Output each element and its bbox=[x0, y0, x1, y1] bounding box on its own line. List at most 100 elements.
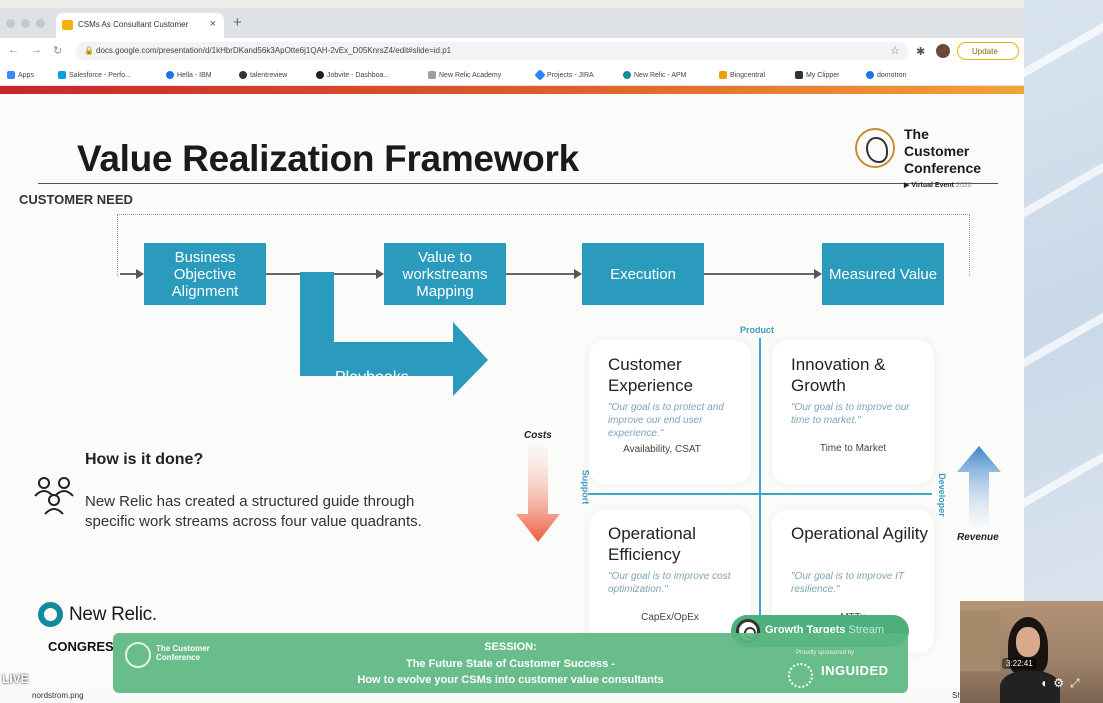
quadrant-goal: "Our goal is to protect and improve our … bbox=[608, 402, 724, 439]
cloud-icon bbox=[58, 71, 66, 79]
bookmark-salesforce[interactable]: Salesforce - Perfo... bbox=[58, 71, 131, 79]
title-divider bbox=[38, 183, 998, 184]
quadrant-metric: Time to Market bbox=[819, 443, 887, 454]
live-indicator: LIVE bbox=[2, 672, 29, 686]
conf-logo-line2: Customer bbox=[904, 143, 970, 159]
download-file-item[interactable]: nordstrom.png bbox=[32, 691, 84, 700]
how-title: How is it done? bbox=[85, 451, 204, 468]
url-field[interactable]: 🔒 docs.google.com/presentation/d/1kHbrDK… bbox=[76, 42, 908, 60]
bookmark-talentreview[interactable]: talentreview bbox=[239, 71, 287, 79]
folder-icon bbox=[428, 71, 436, 79]
conference-backdrop bbox=[1020, 0, 1103, 703]
bookmark-star-icon[interactable]: ☆ bbox=[890, 45, 900, 57]
tab-bar: CSMs As Consultant Customer × + bbox=[0, 8, 1024, 38]
browser-tab[interactable]: CSMs As Consultant Customer × bbox=[56, 13, 224, 38]
tab-close-icon[interactable]: × bbox=[209, 18, 216, 30]
congress-logo: CONGRES bbox=[48, 639, 114, 654]
quadrant-metric: Availability, CSAT bbox=[623, 444, 701, 455]
sponsor-burst-icon bbox=[788, 663, 813, 688]
extensions-icon[interactable]: ✱ bbox=[916, 46, 926, 58]
new-relic-wordmark: New Relic. bbox=[69, 603, 157, 625]
how-body: New Relic has created a structured guide… bbox=[85, 493, 422, 530]
window-close-dot[interactable] bbox=[6, 19, 15, 28]
customer-need-label: CUSTOMER NEED bbox=[19, 192, 133, 207]
forward-icon[interactable]: → bbox=[31, 44, 42, 56]
speaker-webcam bbox=[960, 601, 1103, 703]
new-relic-logo: New Relic. bbox=[38, 602, 157, 627]
customer-need-loop bbox=[117, 214, 970, 276]
bookmark-nr-apm[interactable]: New Relic - APM bbox=[623, 71, 687, 79]
site-icon bbox=[623, 71, 631, 79]
reload-icon[interactable]: ↻ bbox=[53, 45, 63, 57]
flow-execution: Execution bbox=[582, 243, 704, 305]
conf-logo-event: ▶ Virtual Event 2020 bbox=[904, 182, 972, 189]
profile-avatar[interactable] bbox=[936, 44, 950, 58]
bookmark-bingcentral[interactable]: Bingcentral bbox=[719, 71, 765, 79]
sponsor-name: INGUIDED bbox=[821, 663, 889, 678]
quadrant-customer-experience: Customer Experience "Our goal is to prot… bbox=[589, 340, 751, 484]
url-text: docs.google.com/presentation/d/1kHbrDKan… bbox=[96, 46, 452, 55]
bookmark-clipper[interactable]: My Clipper bbox=[795, 71, 839, 79]
axis-product-label: Product bbox=[740, 325, 775, 335]
stream-timer: 3:22:41 bbox=[1002, 658, 1037, 669]
costs-down-arrow-icon bbox=[516, 446, 560, 542]
player-controls: ◖⚙⤢ bbox=[1040, 676, 1086, 691]
bookmark-jira[interactable]: Projects - JIRA bbox=[534, 69, 594, 81]
conference-globe-icon bbox=[125, 642, 151, 668]
session-label: SESSION: bbox=[484, 641, 537, 653]
site-icon bbox=[866, 71, 874, 79]
flow-connector bbox=[120, 273, 142, 275]
bookmark-apps[interactable]: Apps bbox=[7, 71, 34, 79]
axis-developer-label: Developer bbox=[936, 473, 947, 517]
arrow-right-icon bbox=[814, 269, 822, 279]
flow-connector bbox=[704, 273, 816, 275]
presentation-slide: Value Realization Framework CUSTOMER NEE… bbox=[0, 94, 1024, 703]
settings-gear-icon[interactable]: ⚙ bbox=[1053, 676, 1071, 690]
quadrant-metric: CapEx/OpEx bbox=[641, 612, 699, 623]
window-zoom-dot[interactable] bbox=[36, 19, 45, 28]
session-lower-third: The Customer Conference SESSION: The Fut… bbox=[113, 633, 908, 693]
site-icon bbox=[795, 71, 803, 79]
globe-icon bbox=[855, 128, 895, 168]
flow-value-mapping: Value to workstreams Mapping bbox=[384, 243, 506, 305]
update-label: Update bbox=[972, 47, 998, 56]
flow-business-objective: Business Objective Alignment bbox=[144, 243, 266, 305]
site-icon bbox=[166, 71, 174, 79]
conference-mini-logo: The Customer Conference bbox=[156, 644, 210, 662]
quadrant-horizontal-axis bbox=[588, 493, 932, 495]
quadrant-title: Operational Agility bbox=[791, 524, 929, 543]
lock-icon: 🔒 bbox=[84, 46, 94, 55]
slide-accent-bar bbox=[0, 86, 1024, 94]
site-icon bbox=[719, 71, 727, 79]
bookmark-domotron[interactable]: domotron bbox=[866, 71, 907, 79]
site-icon bbox=[239, 71, 247, 79]
update-button[interactable]: Update bbox=[957, 42, 1019, 60]
new-tab-icon[interactable]: + bbox=[233, 14, 242, 31]
volume-icon[interactable]: ◖ bbox=[1040, 676, 1054, 690]
playbooks-arrow bbox=[300, 272, 488, 396]
arrow-right-icon bbox=[376, 269, 384, 279]
costs-label: Costs bbox=[524, 430, 552, 441]
conf-logo-line3: Conference bbox=[904, 160, 982, 176]
arrow-right-icon bbox=[574, 269, 582, 279]
quadrant-operational-efficiency: Operational Efficiency "Our goal is to i… bbox=[589, 509, 751, 653]
playbooks-label: Playbooks bbox=[335, 369, 409, 386]
window-minimize-dot[interactable] bbox=[21, 19, 30, 28]
sponsor-label: Proudly sponsored by bbox=[796, 650, 855, 656]
bookmarks-bar: Apps Salesforce - Perfo... Hella - IBM t… bbox=[0, 64, 1024, 86]
jira-icon bbox=[534, 69, 546, 81]
bookmark-jobvite[interactable]: Jobvite - Dashboa... bbox=[316, 71, 389, 79]
bookmark-nr-academy[interactable]: New Relic Academy bbox=[428, 71, 501, 79]
session-title-line2: How to evolve your CSMs into customer va… bbox=[357, 674, 664, 686]
conference-logo: The Customer Conference ▶ Virtual Event … bbox=[855, 124, 1005, 194]
back-icon[interactable]: ← bbox=[8, 44, 19, 56]
arrow-right-icon bbox=[136, 269, 144, 279]
quadrant-title: Operational Efficiency bbox=[608, 524, 696, 564]
fullscreen-icon[interactable]: ⤢ bbox=[1070, 676, 1086, 690]
slide-title: Value Realization Framework bbox=[77, 138, 579, 179]
quadrant-title: Customer Experience bbox=[608, 355, 694, 395]
bookmark-hella[interactable]: Hella - IBM bbox=[166, 71, 212, 79]
quadrant-goal: "Our goal is to improve cost optimizatio… bbox=[608, 571, 731, 595]
flow-connector bbox=[506, 273, 576, 275]
